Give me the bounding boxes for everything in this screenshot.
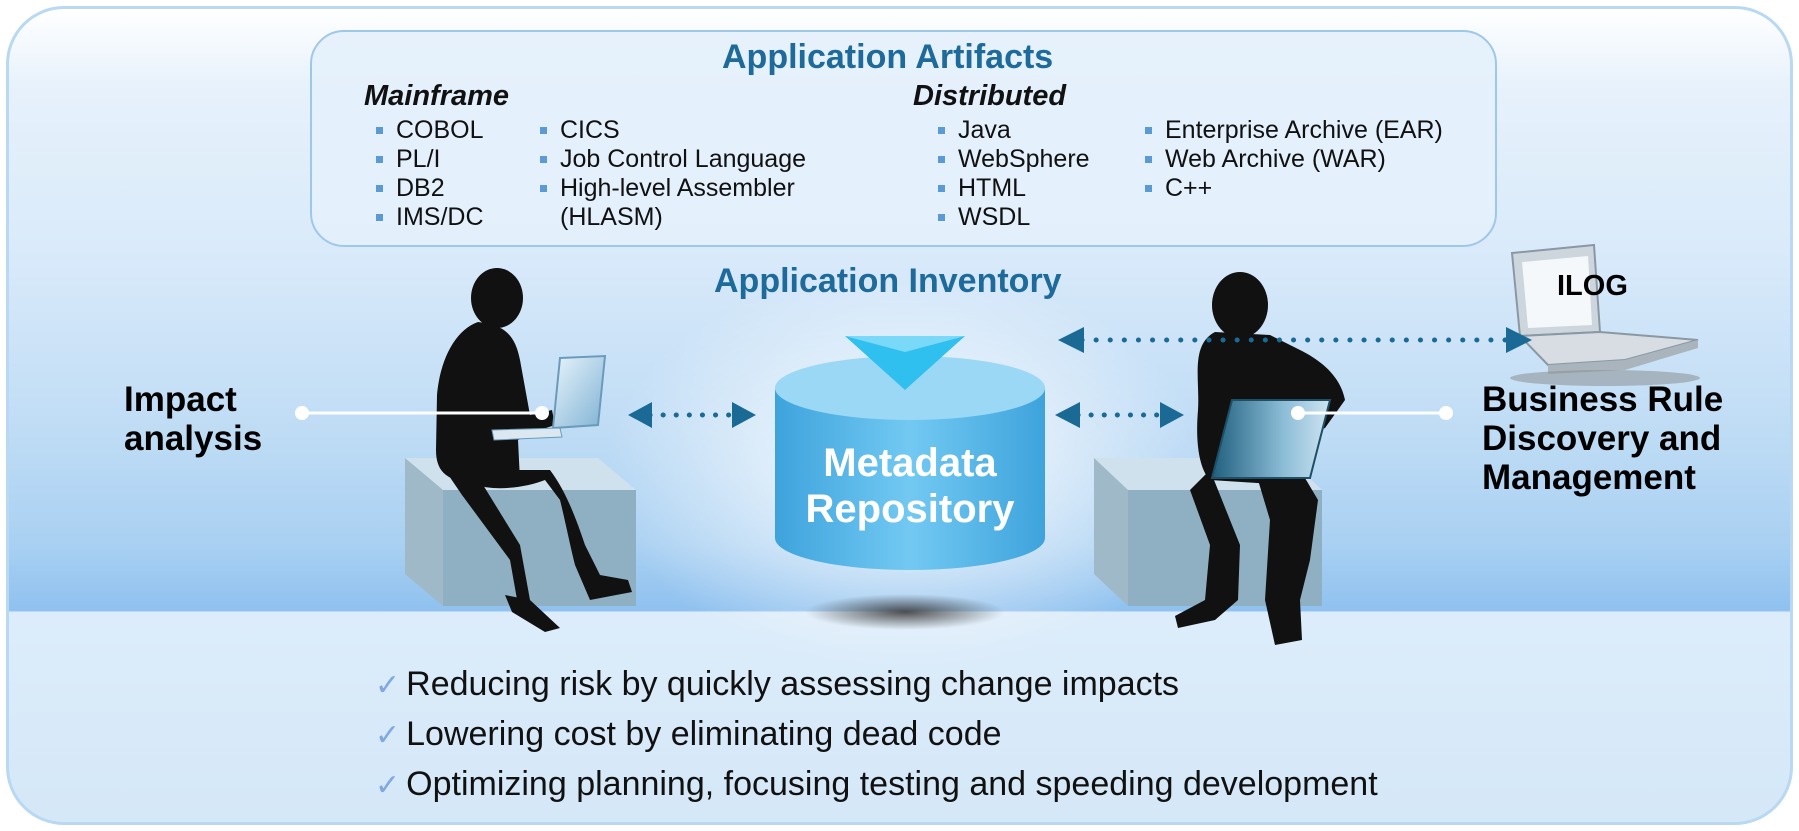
arrow-man-to-ilog: [1058, 327, 1532, 353]
arrow-repository-to-man: [1055, 402, 1184, 428]
application-inventory-title: Application Inventory: [714, 262, 1062, 300]
impact-analysis-label: Impact analysis: [124, 380, 262, 458]
ilog-label: ILOG: [1557, 270, 1628, 302]
list-item-continuation: (HLASM): [560, 203, 663, 231]
business-rule-line-2: Discovery and: [1482, 419, 1722, 458]
impact-analysis-line-2: analysis: [124, 419, 263, 458]
list-item: IMS/DC: [372, 203, 484, 232]
ilog-laptop-icon: [1510, 243, 1700, 386]
distributed-list-2: Enterprise Archive (EAR) Web Archive (WA…: [1141, 116, 1443, 203]
woman-silhouette: [436, 268, 632, 632]
checkmark-icon: ✓: [375, 769, 401, 802]
list-item: PL/I: [372, 145, 484, 174]
list-item: WebSphere: [934, 145, 1090, 174]
benefit-item: ✓Lowering cost by eliminating dead code: [375, 710, 1378, 760]
list-item: C++: [1141, 174, 1443, 203]
metadata-repository-label: Metadata Repository: [775, 440, 1045, 532]
repository-shadow: [805, 594, 1005, 630]
list-item: Job Control Language: [536, 145, 806, 174]
list-item: Enterprise Archive (EAR): [1141, 116, 1443, 145]
list-item: DB2: [372, 174, 484, 203]
business-rule-callout-line: [1291, 406, 1453, 420]
list-item: WSDL: [934, 203, 1090, 232]
business-rule-label: Business Rule Discovery and Management: [1482, 380, 1723, 497]
mainframe-list-2: CICS Job Control Language High-level Ass…: [536, 116, 806, 232]
mainframe-list-1: COBOL PL/I DB2 IMS/DC: [372, 116, 484, 232]
list-item: COBOL: [372, 116, 484, 145]
application-artifacts-box: [310, 30, 1497, 247]
impact-analysis-callout-line: [295, 406, 549, 420]
application-artifacts-title: Application Artifacts: [722, 38, 1054, 76]
benefit-text: Optimizing planning, focusing testing an…: [406, 765, 1378, 803]
benefit-text: Lowering cost by eliminating dead code: [406, 715, 1002, 753]
benefit-item: ✓Reducing risk by quickly assessing chan…: [375, 660, 1378, 710]
repository-line-2: Repository: [805, 487, 1015, 531]
metadata-repository-cylinder: [775, 336, 1045, 570]
checkmark-icon: ✓: [375, 669, 401, 702]
distributed-heading: Distributed: [913, 80, 1067, 112]
woman-laptop: [491, 354, 607, 441]
benefit-item: ✓Optimizing planning, focusing testing a…: [375, 760, 1378, 810]
list-item: High-level Assembler: [536, 174, 806, 203]
benefits-list: ✓Reducing risk by quickly assessing chan…: [375, 660, 1378, 810]
distributed-list-1: Java WebSphere HTML WSDL: [934, 116, 1090, 232]
arrow-woman-to-repository: [628, 402, 756, 428]
list-item: Web Archive (WAR): [1141, 145, 1443, 174]
business-rule-line-1: Business Rule: [1482, 380, 1724, 419]
list-item: CICS: [536, 116, 806, 145]
checkmark-icon: ✓: [375, 719, 401, 752]
business-rule-line-3: Management: [1482, 458, 1696, 497]
list-item: Java: [934, 116, 1090, 145]
impact-analysis-line-1: Impact: [124, 380, 237, 419]
list-item: HTML: [934, 174, 1090, 203]
mainframe-heading: Mainframe: [364, 80, 510, 112]
benefit-text: Reducing risk by quickly assessing chang…: [406, 665, 1180, 703]
repository-line-1: Metadata: [823, 441, 997, 485]
